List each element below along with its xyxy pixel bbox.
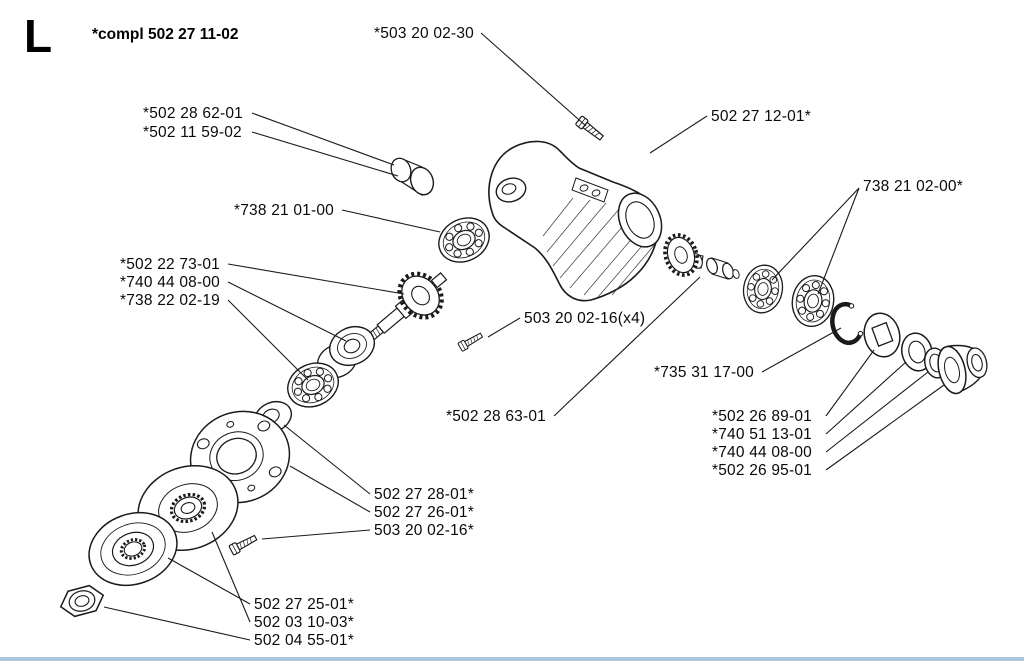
top-screw-part [574,115,606,143]
coupler-part [706,257,740,280]
callout-housing-screw-x4: 503 20 02-16(x4) [524,310,646,327]
callout-lock-nut: 502 04 55-01* [254,632,354,649]
gear-housing-part [488,140,663,302]
callout-gear-shaft: *502 22 73-01 [120,256,220,273]
callout-plug-seal: *502 11 59-02 [143,124,242,141]
right-bearing-inner-part [739,261,787,317]
assembly-number: *compl 502 27 11-02 [92,26,239,43]
gear-shaft-part [366,271,448,342]
flange-screw-part [228,532,259,556]
callout-right-bearing-set: 738 21 02-00* [863,178,963,195]
output-cap-part [937,344,988,395]
callout-output-cap: *502 26 95-01 [712,462,812,479]
callout-support-cup: 502 27 25-01* [254,596,354,613]
callout-plug-cap: *502 28 62-01 [143,105,243,122]
callout-top-screw: *503 20 02-30 [374,25,474,42]
upper-bearing-part [430,209,498,271]
callout-bevel-gear: *502 28 63-01 [446,408,546,425]
support-cup-part [88,511,178,587]
callout-upper-bearing: *738 21 01-00 [234,202,334,219]
pinion-gear-part [663,233,704,277]
callout-flange-plate: 502 27 26-01* [374,504,474,521]
housing-hatch [542,197,657,298]
callout-shaft-bearing: *738 22 02-19 [120,292,220,309]
plug-cap-part [390,157,435,197]
callout-right-seal: *740 51 13-01 [712,426,812,443]
housing-screw-part [457,330,485,352]
section-letter: L [24,10,53,62]
leader-lines [103,32,945,641]
retaining-ring-part [830,301,864,345]
callout-gear-housing: 502 27 12-01* [711,108,811,125]
callout-flange-screw: 503 20 02-16* [374,522,474,539]
callout-retaining-ring: *735 31 17-00 [654,364,754,381]
callout-right-ring: *502 26 89-01 [712,408,812,425]
lock-nut-part [59,584,105,618]
footer-rule [0,657,1024,661]
callout-flange-washer: 502 27 28-01* [374,486,474,503]
callout-right-washer: *740 44 08-00 [712,444,812,461]
square-hole-ring-part [863,312,901,358]
callout-shaft-washer: *740 44 08-00 [120,274,220,291]
callout-support-flange: 502 03 10-03* [254,614,354,631]
